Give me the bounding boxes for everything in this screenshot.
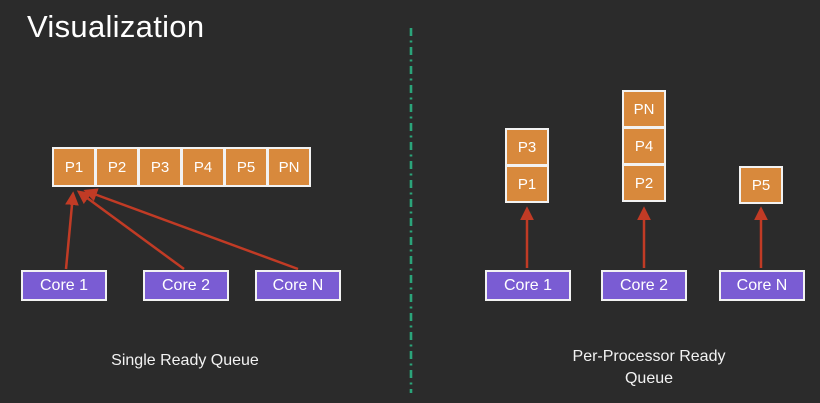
process-box-p3-right: P3 xyxy=(505,128,549,166)
process-box-p4: P4 xyxy=(181,147,225,187)
stack-over-core1: P3 P1 xyxy=(505,128,549,203)
stack-over-coreN: P5 xyxy=(739,166,783,204)
left-diagram-caption: Single Ready Queue xyxy=(111,352,259,369)
process-box-p2-right: P2 xyxy=(622,164,666,202)
process-box-p1: P1 xyxy=(52,147,96,187)
process-box-p5: P5 xyxy=(224,147,268,187)
single-queue-arrows xyxy=(64,188,299,271)
stack-over-core2: PN P4 P2 xyxy=(622,90,666,202)
process-box-p1-right: P1 xyxy=(505,165,549,203)
core-box-left-2: Core 2 xyxy=(143,270,229,301)
per-processor-arrows xyxy=(520,206,768,268)
core-box-right-1: Core 1 xyxy=(485,270,571,301)
arrow-core2-to-p1 xyxy=(76,190,185,271)
process-box-p3: P3 xyxy=(138,147,182,187)
arrow-coreN-to-p1 xyxy=(83,188,299,271)
page-title: Visualization xyxy=(27,9,205,44)
process-box-pn-right: PN xyxy=(622,90,666,128)
core-box-right-2: Core 2 xyxy=(601,270,687,301)
process-box-p4-right: P4 xyxy=(622,127,666,165)
process-box-pn: PN xyxy=(267,147,311,187)
right-diagram-caption: Per-Processor Ready Queue xyxy=(572,348,726,388)
core-box-left-1: Core 1 xyxy=(21,270,107,301)
process-box-p5-right: P5 xyxy=(739,166,783,204)
single-ready-queue: P1 P2 P3 P4 P5 PN xyxy=(52,147,311,187)
process-box-p2: P2 xyxy=(95,147,139,187)
arrow-core1-to-p1 xyxy=(64,191,79,270)
core-box-right-n: Core N xyxy=(719,270,805,301)
core-box-left-n: Core N xyxy=(255,270,341,301)
